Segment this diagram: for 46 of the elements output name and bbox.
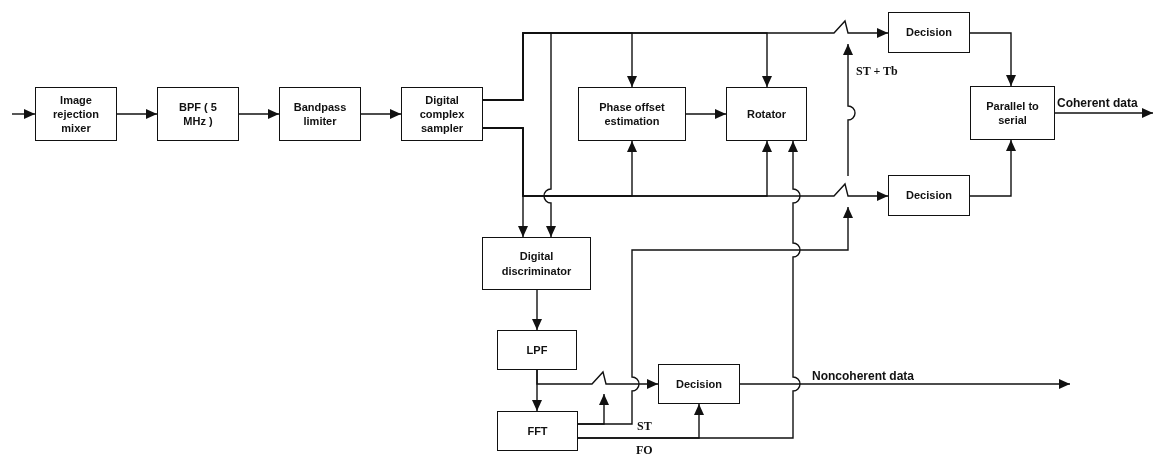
box-label: Image rejection mixer [52,92,100,136]
arrow [969,32,1016,87]
arrow [11,109,36,119]
arrow [969,139,1016,197]
box-label: Decision [676,376,722,392]
edge-label: ST [637,419,652,434]
process-box [157,87,239,141]
arrow [482,32,556,238]
process-box [888,175,970,216]
arrow [238,109,280,119]
process-box [401,87,483,141]
arrow [577,206,853,425]
arrow [577,140,801,439]
box-label: Bandpass limiter [293,99,347,129]
arrow [739,379,1071,389]
box-label: Decision [906,188,952,203]
arrow [360,109,402,119]
process-box [497,411,578,451]
edge-label: Noncoherent data [812,370,914,382]
box-label: Parallel to serial [985,98,1040,128]
process-box [497,330,577,370]
process-box [888,12,970,53]
signal-label: ST + Tb [856,64,898,79]
arrow [482,127,528,238]
process-box [578,87,686,141]
process-box [482,237,591,290]
edge-label: Coherent data [1057,97,1138,109]
process-box [279,87,361,141]
process-box [970,86,1055,140]
box-label: Digital discriminator [500,249,573,278]
arrow [1054,108,1154,118]
arrow [685,109,727,119]
box-label: Decision [906,25,952,40]
process-box [726,87,807,141]
arrow [116,109,158,119]
arrow [532,289,542,331]
process-box [35,87,117,141]
box-label: Digital complex sampler [418,92,466,136]
arrow [536,369,659,389]
box-label: Rotator [746,106,787,122]
edge-label: FO [636,443,653,454]
box-label: LPF [526,342,548,358]
box-label: FFT [527,423,548,439]
box-label: Phase offset estimation [598,99,666,129]
process-box [658,364,740,404]
box-label: BPF ( 5 MHz ) [178,99,218,129]
